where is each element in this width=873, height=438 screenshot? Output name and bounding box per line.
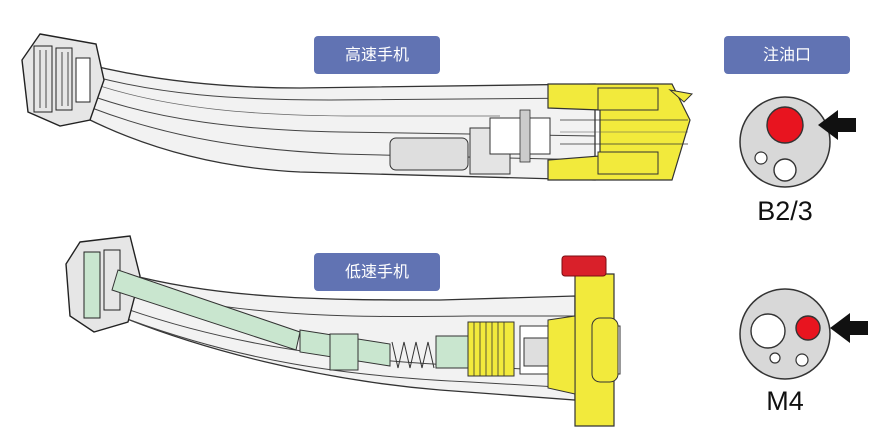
- black-arrow-left-icon: [818, 110, 856, 140]
- port-caption-b23: B2/3: [757, 196, 813, 226]
- high-speed-label: 高速手机: [314, 36, 440, 74]
- oil-port-m4: [739, 288, 868, 380]
- low-speed-handpiece: [65, 235, 621, 427]
- port-caption-m4: M4: [766, 386, 804, 416]
- oil-port-b23: [739, 96, 856, 188]
- spring: [391, 341, 435, 369]
- oil-hole-m4: [795, 315, 821, 341]
- low-speed-label: 低速手机: [314, 253, 440, 291]
- high-speed-handpiece: [21, 33, 694, 181]
- oil-port-label: 注油口: [724, 36, 850, 74]
- oil-hole-b23: [766, 106, 804, 144]
- black-arrow-left-icon: [830, 313, 868, 343]
